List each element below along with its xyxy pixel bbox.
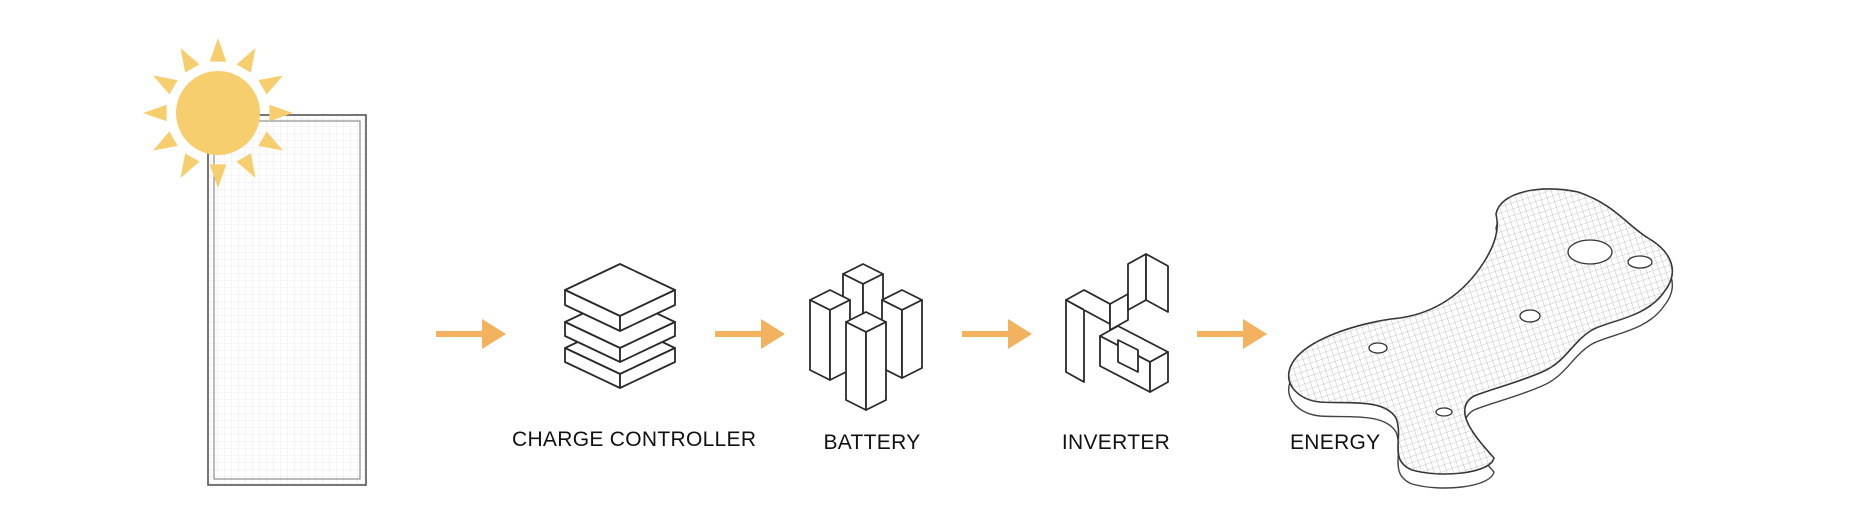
stage-label-charge-controller: CHARGE CONTROLLER	[512, 428, 757, 451]
stage-label-energy: ENERGY	[1290, 431, 1381, 454]
flow-arrow-1	[436, 319, 506, 349]
stage-label-battery: BATTERY	[823, 431, 921, 454]
stacked-layers-icon	[564, 263, 676, 389]
terrain-mesh-icon	[1287, 188, 1674, 489]
flow-arrow-3	[962, 319, 1032, 349]
sun-icon	[143, 38, 293, 188]
battery-blocks-icon	[809, 263, 923, 411]
flow-arrow-4	[1197, 319, 1267, 349]
stage-label-inverter: INVERTER	[1061, 431, 1171, 454]
solar-panel-icon	[207, 114, 367, 486]
flow-arrow-2	[715, 319, 785, 349]
inverter-shape-icon	[1065, 253, 1169, 393]
